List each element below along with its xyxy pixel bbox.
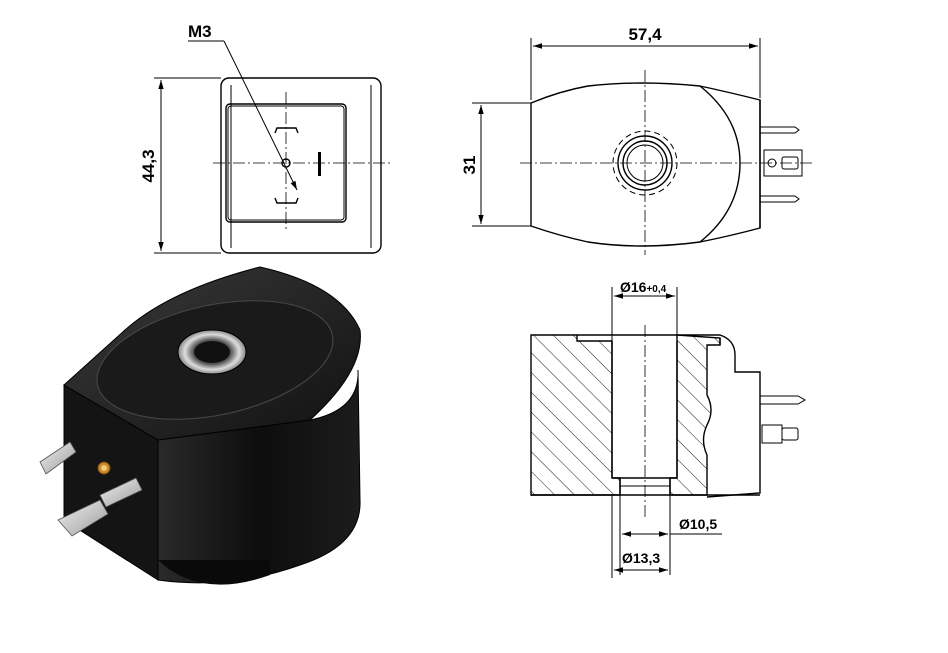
terminal-tab-1 [39, 441, 77, 475]
pin-bottom [274, 197, 299, 204]
bore-small-dimension: Ø10,5 [679, 516, 717, 532]
section-hatch-right [669, 334, 721, 496]
terminal-tab-2 [99, 477, 143, 508]
pin-ground [318, 152, 321, 176]
height-dimension: 44,3 [139, 149, 158, 182]
thread-label: M3 [188, 22, 212, 41]
width-dimension: 57,4 [628, 25, 662, 44]
top-view: 57,4 31 [460, 25, 812, 255]
bore-step-dimension: Ø13,3 [622, 550, 660, 566]
front-outline [220, 77, 382, 254]
bore-tolerance: +0,4 [646, 284, 666, 295]
coil-3d-render [39, 266, 361, 585]
front-view: M3 44,3 [139, 22, 390, 254]
bore-main-dimension: Ø16+0,4 [620, 279, 667, 295]
terminal-tab-3 [57, 499, 109, 537]
section-hatch-left [530, 334, 621, 496]
bore-main-value: Ø16 [620, 279, 647, 295]
depth-dimension: 31 [460, 156, 479, 175]
top-outline [530, 82, 761, 247]
pin-top [274, 127, 299, 134]
section-view: Ø16+0,4 Ø10,5 Ø13,3 [530, 279, 807, 578]
